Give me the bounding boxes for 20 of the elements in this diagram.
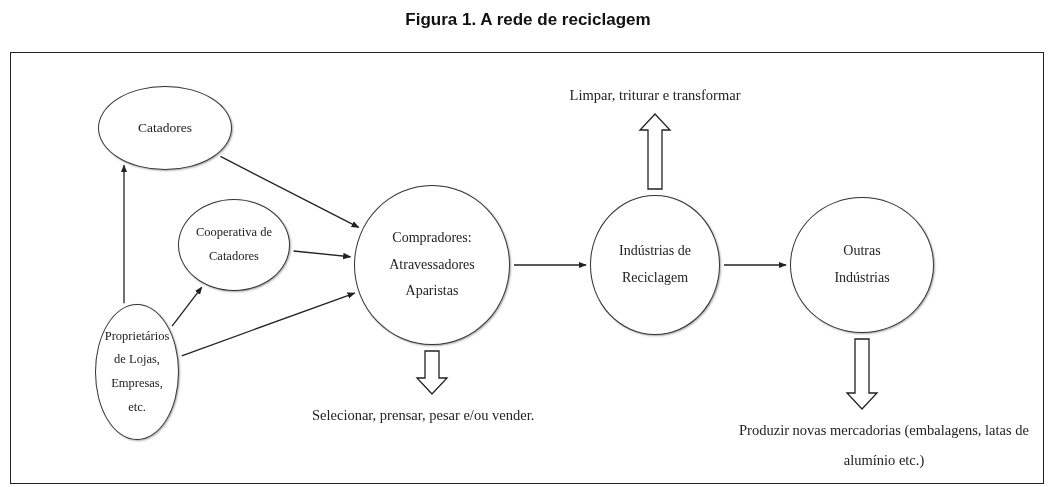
arrow <box>292 250 352 260</box>
process-ellipse: Compradores: Atravessadores Aparistas <box>354 185 510 345</box>
arrow <box>171 286 203 327</box>
process-ellipse: Cooperativa de Catadores <box>178 199 290 291</box>
process-ellipse: Outras Indústrias <box>790 197 934 333</box>
arrow <box>120 164 128 304</box>
arrow <box>723 261 787 269</box>
arrow <box>181 292 356 357</box>
hollow-arrow <box>415 350 449 395</box>
step-note: Limpar, triturar e transformar <box>535 80 775 108</box>
figure-title: Figura 1. A rede de reciclagem <box>404 10 652 30</box>
process-ellipse: Indústrias de Reciclagem <box>590 195 720 335</box>
hollow-arrow <box>638 113 672 190</box>
process-ellipse: Proprietários de Lojas, Empresas, etc. <box>95 304 179 440</box>
process-ellipse: Catadores <box>98 86 232 170</box>
step-note: Selecionar, prensar, pesar e/ou vender. <box>312 400 602 464</box>
arrow <box>513 261 587 269</box>
arrow <box>219 155 360 229</box>
step-note: Produzir novas mercadorias (embalagens, latas de alumínio etc.) <box>728 415 1040 479</box>
hollow-arrow <box>845 338 879 410</box>
